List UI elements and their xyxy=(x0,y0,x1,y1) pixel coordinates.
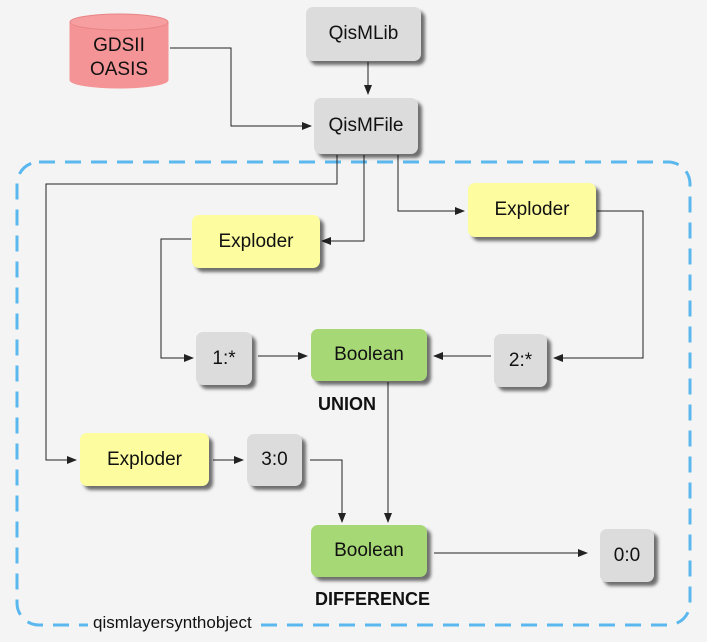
edge-layer3-to-difference xyxy=(310,459,346,523)
database-label-oasis: OASIS xyxy=(89,59,149,80)
edge-qismfile-to-exploder-mid xyxy=(321,155,365,245)
database-icon xyxy=(69,13,169,89)
synth-object-frame xyxy=(15,160,692,627)
edge-exploder-right-to-layer2 xyxy=(553,210,644,362)
qismfile-node[interactable]: QisMFile xyxy=(314,98,418,154)
layer-1-node[interactable]: 1:* xyxy=(196,332,252,385)
layer-3-node[interactable]: 3:0 xyxy=(247,434,302,486)
frame-label: qismlayersynthobject xyxy=(88,613,257,633)
exploder-bottom-node[interactable]: Exploder xyxy=(80,433,209,486)
edge-exploder-mid-to-layer1 xyxy=(160,238,194,362)
exploder-mid-node[interactable]: Exploder xyxy=(192,215,320,268)
database-label-gdsii: GDSII xyxy=(93,35,145,56)
union-caption: UNION xyxy=(318,394,376,414)
layer-2-node[interactable]: 2:* xyxy=(494,334,547,387)
difference-caption: DIFFERENCE xyxy=(315,589,431,609)
qismlib-node[interactable]: QisMLib xyxy=(306,7,421,61)
edge-qismfile-to-exploder-bottom xyxy=(45,155,338,464)
exploder-right-node[interactable]: Exploder xyxy=(468,183,596,237)
boolean-union-node[interactable]: Boolean xyxy=(311,329,427,381)
gdsii-oasis-database: GDSII OASIS xyxy=(67,12,171,90)
layer-out-node[interactable]: 0:0 xyxy=(600,529,654,582)
edge-source-to-qismfile xyxy=(170,47,312,130)
edge-qismfile-to-exploder-right xyxy=(397,155,465,215)
boolean-difference-node[interactable]: Boolean xyxy=(311,525,427,577)
